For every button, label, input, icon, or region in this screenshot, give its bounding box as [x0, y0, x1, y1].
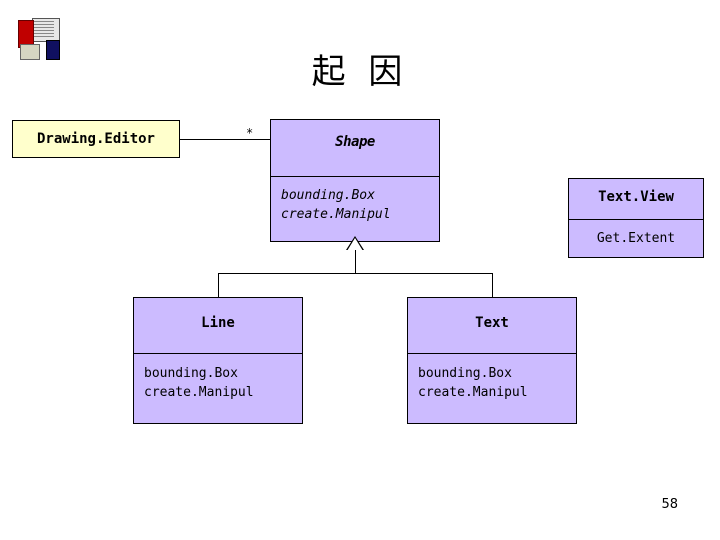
- slide-title: 起 因: [311, 52, 409, 92]
- inheritance-branch-text: [492, 273, 493, 297]
- class-box-textview[interactable]: Text.View Get.Extent: [568, 178, 704, 258]
- class-members-text: bounding.Box create.Manipul: [408, 354, 576, 409]
- class-divider: [569, 219, 703, 220]
- class-members-line: bounding.Box create.Manipul: [134, 354, 302, 409]
- member-create-manipul: create.Manipul: [144, 384, 254, 400]
- book-lines-icon: [34, 21, 54, 37]
- class-divider: [134, 353, 302, 354]
- member-create-manipul: create.Manipul: [418, 384, 528, 400]
- member-bounding-box: bounding.Box: [281, 188, 375, 203]
- beige-book-icon: [20, 44, 40, 60]
- member-bounding-box: bounding.Box: [418, 366, 512, 381]
- member-create-manipul: create.Manipul: [281, 206, 391, 222]
- inheritance-crossbar: [218, 273, 493, 274]
- page-number: 58: [661, 497, 678, 512]
- class-members-textview: Get.Extent: [569, 220, 703, 255]
- inheritance-branch-line: [218, 273, 219, 297]
- class-box-line[interactable]: Line bounding.Box create.Manipul: [133, 297, 303, 424]
- association-multiplicity-label: *: [246, 126, 254, 140]
- inheritance-stem: [355, 250, 356, 273]
- association-line-editor-shape: [180, 139, 270, 140]
- class-name-drawing-editor: Drawing.Editor: [36, 131, 155, 147]
- class-divider: [408, 353, 576, 354]
- class-box-text[interactable]: Text bounding.Box create.Manipul: [407, 297, 577, 424]
- books-logo: [16, 18, 60, 62]
- class-box-shape[interactable]: Shape bounding.Box create.Manipul: [270, 119, 440, 242]
- class-divider: [271, 176, 439, 177]
- inheritance-arrow: [347, 238, 363, 251]
- dark-book-icon: [46, 40, 60, 60]
- member-get-extent: Get.Extent: [596, 231, 676, 246]
- class-name-textview: Text.View: [598, 189, 674, 205]
- class-name-line: Line: [201, 315, 235, 331]
- class-name-text: Text: [475, 315, 509, 331]
- class-members-shape: bounding.Box create.Manipul: [271, 177, 439, 231]
- class-box-drawing-editor[interactable]: Drawing.Editor: [12, 120, 180, 158]
- class-name-shape: Shape: [335, 134, 375, 150]
- member-bounding-box: bounding.Box: [144, 366, 238, 381]
